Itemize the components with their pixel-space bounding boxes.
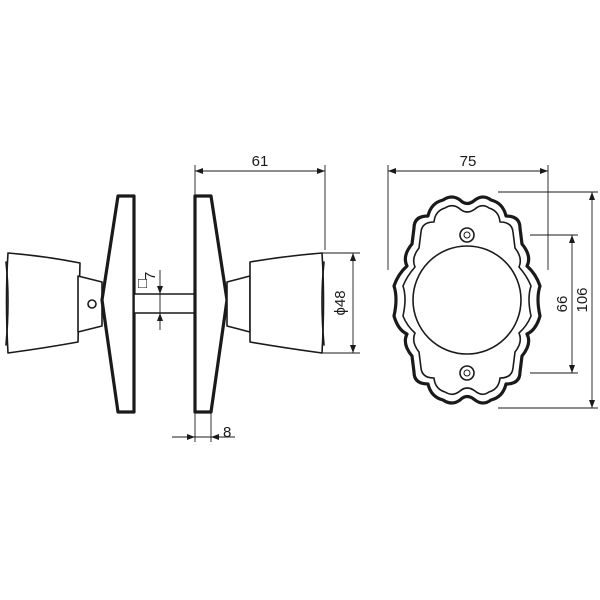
right-knob-neck [226, 275, 251, 333]
side-view [5, 194, 325, 414]
dimension-phi-48-label: ϕ48 [332, 290, 349, 315]
dimension-75-label: 75 [460, 153, 477, 170]
dimension-61-label: 61 [252, 153, 269, 170]
dimension-66-label: 66 [554, 296, 571, 313]
knob-bore-circle [412, 245, 522, 355]
right-knob-grip-line [321, 261, 325, 346]
left-knob-neck [77, 275, 103, 333]
dimension-8: 8 [172, 412, 235, 442]
spindle [133, 293, 196, 314]
rose-plate-inner-edge [402, 204, 532, 396]
right-knob [249, 252, 325, 354]
dimension-square-7: □ 7 [138, 270, 174, 330]
dimension-8-label: 8 [223, 424, 231, 441]
top-screw-hole [459, 227, 475, 243]
front-view [392, 195, 542, 405]
left-knob-grip-line [5, 261, 9, 346]
spindle-square-label: 7 [142, 272, 159, 280]
bottom-screw-hole-inner [463, 369, 471, 377]
spindle-square-symbol: □ [138, 275, 147, 292]
dimension-106-label: 106 [574, 287, 591, 312]
left-rose-plate [100, 194, 136, 414]
left-knob-screw-hole [87, 299, 97, 309]
rose-plate-outline [392, 195, 542, 405]
dimension-phi-48: ϕ48 [322, 252, 360, 354]
top-screw-hole-inner [463, 231, 471, 239]
left-knob [5, 252, 81, 354]
dimension-66: 66 [530, 234, 578, 374]
right-rose-plate [193, 194, 229, 414]
dimension-106: 106 [498, 191, 598, 409]
dimension-61: 61 [194, 153, 326, 250]
dimension-75: 75 [387, 153, 549, 270]
bottom-screw-hole [459, 365, 475, 381]
